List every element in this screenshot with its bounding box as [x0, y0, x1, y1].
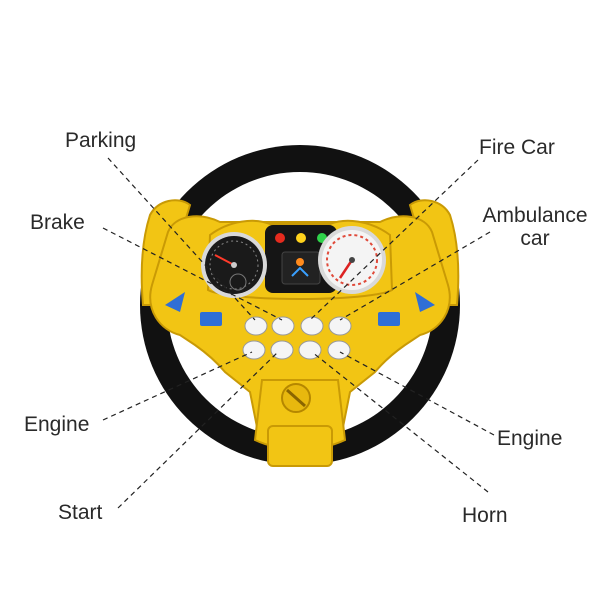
engine-left-label: Engine — [24, 413, 90, 436]
engine-left-button[interactable] — [242, 340, 266, 360]
engine-left-leader — [102, 351, 253, 421]
horn-leader — [311, 351, 489, 493]
ambulance-button[interactable] — [328, 316, 352, 336]
ambulance-car-label: Ambulance car — [470, 204, 600, 250]
brake-leader — [102, 227, 283, 321]
engine-right-leader — [339, 351, 495, 436]
fire-car-button[interactable] — [300, 316, 324, 336]
bottom-button-row — [242, 340, 351, 360]
ambulance-leader — [339, 231, 491, 321]
ambulance-label-line2: car — [520, 227, 550, 251]
leader-lines — [102, 157, 495, 509]
start-label: Start — [58, 501, 103, 524]
yellow-light — [296, 233, 306, 243]
engine-right-label: Engine — [497, 427, 563, 450]
brake-button[interactable] — [271, 316, 295, 336]
engine-right-button[interactable] — [327, 340, 351, 360]
top-button-row — [244, 316, 352, 336]
horn-label: Horn — [462, 504, 508, 527]
red-light — [275, 233, 285, 243]
parking-label: Parking — [65, 129, 137, 152]
start-leader — [117, 351, 279, 509]
left-speedometer-gauge — [201, 232, 267, 298]
right-vent-icon — [378, 292, 435, 326]
ambulance-label-line1: Ambulance — [482, 204, 588, 227]
brake-label: Brake — [30, 211, 85, 234]
left-vent-icon — [165, 292, 222, 326]
parking-button[interactable] — [244, 316, 268, 336]
start-button[interactable] — [270, 340, 294, 360]
right-speedometer-gauge — [318, 226, 386, 294]
parking-leader — [107, 157, 256, 321]
fire-car-label: Fire Car — [479, 136, 555, 159]
fire-car-leader — [309, 159, 479, 321]
